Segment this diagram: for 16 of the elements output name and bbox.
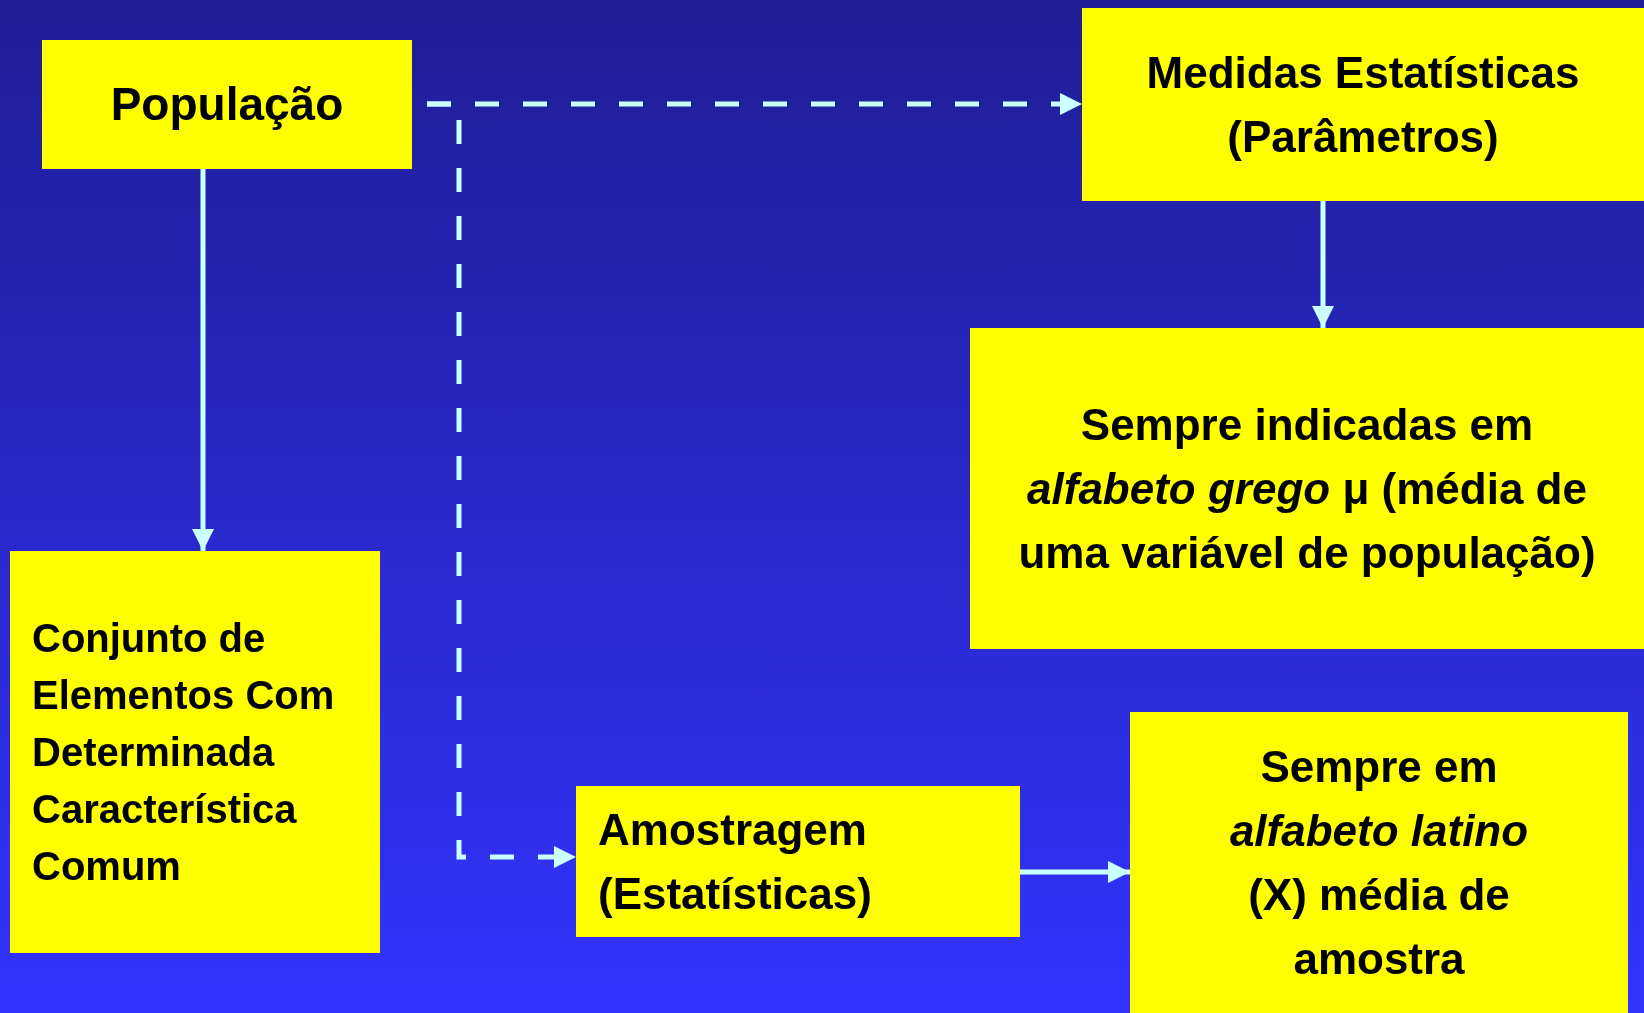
box-text: Amostragem (Estatísticas): [597, 803, 873, 920]
arrow: [1020, 860, 1130, 884]
box-text: Medidas Estatísticas (Parâmetros): [1145, 46, 1581, 163]
text-box: [970, 328, 1644, 649]
box-text: Sempre em alfabeto latino (X) média de amostra: [1228, 740, 1530, 985]
box-text: Sempre indicadas em alfabeto grego μ (média de uma variável de população): [1017, 398, 1597, 579]
text-box: [576, 786, 1020, 937]
box-text: Conjunto de Elementos Com Determinada Característica Comum: [31, 614, 336, 890]
arrow: [191, 169, 215, 551]
arrow: [427, 101, 576, 869]
box-text: População: [110, 77, 344, 132]
text-box: [42, 40, 412, 169]
text-box: [10, 551, 380, 953]
arrow: [1311, 201, 1335, 328]
text-box: [1082, 8, 1644, 201]
text-box: [1130, 712, 1628, 1013]
